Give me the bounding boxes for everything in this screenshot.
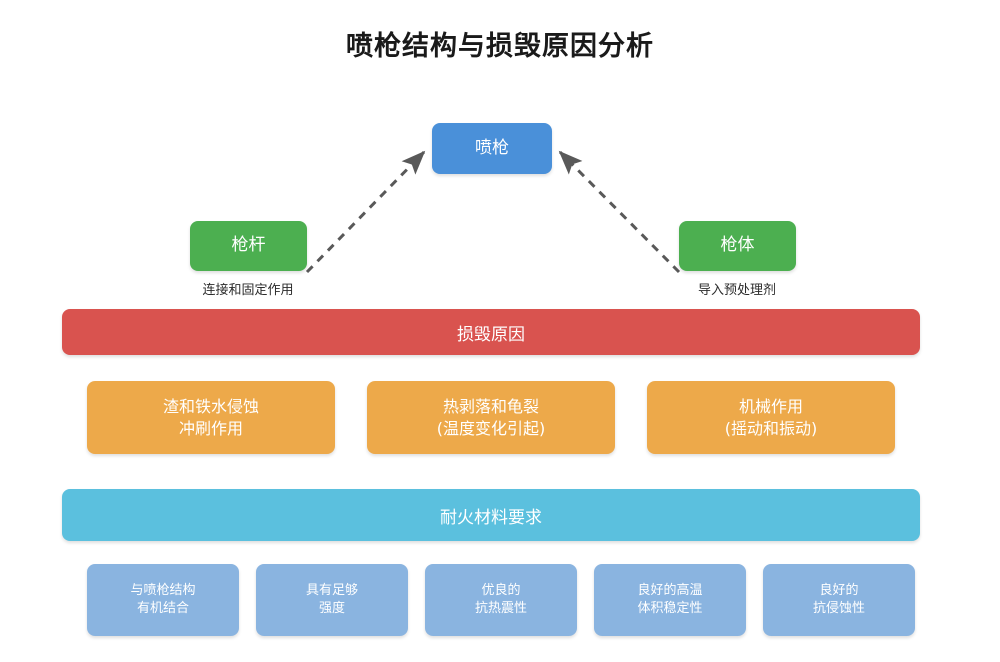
node-damage-cause-2[interactable]: 热剥落和龟裂 (温度变化引起)	[367, 381, 615, 454]
node-requirement-1[interactable]: 与喷枪结构 有机结合	[87, 564, 239, 636]
page-title: 喷枪结构与损毁原因分析	[346, 31, 654, 62]
connector-left-arrow	[305, 150, 426, 274]
damage-cause-row: 渣和铁水侵蚀 冲刷作用 热剥落和龟裂 (温度变化引起) 机械作用 (摇动和振动)	[87, 381, 895, 454]
caption-gun-rod: 连接和固定作用	[202, 283, 294, 298]
node-damage-cause-3[interactable]: 机械作用 (摇动和振动)	[647, 381, 895, 454]
node-requirement-5[interactable]: 良好的 抗侵蚀性	[763, 564, 915, 636]
connector-right-arrow	[558, 150, 681, 274]
node-spray-gun[interactable]: 喷枪	[432, 123, 552, 174]
bar-damage-causes[interactable]: 损毁原因	[62, 309, 920, 355]
node-gun-rod[interactable]: 枪杆	[190, 221, 307, 271]
node-damage-cause-1[interactable]: 渣和铁水侵蚀 冲刷作用	[87, 381, 335, 454]
refractory-requirement-row: 与喷枪结构 有机结合 具有足够 强度 优良的 抗热震性 良好的高温 体积稳定性 …	[87, 564, 915, 636]
node-requirement-4[interactable]: 良好的高温 体积稳定性	[594, 564, 746, 636]
caption-gun-body: 导入预处理剂	[697, 283, 776, 298]
bar-refractory-requirements[interactable]: 耐火材料要求	[62, 489, 920, 541]
node-requirement-2[interactable]: 具有足够 强度	[256, 564, 408, 636]
node-requirement-3[interactable]: 优良的 抗热震性	[425, 564, 577, 636]
node-gun-body[interactable]: 枪体	[679, 221, 796, 271]
